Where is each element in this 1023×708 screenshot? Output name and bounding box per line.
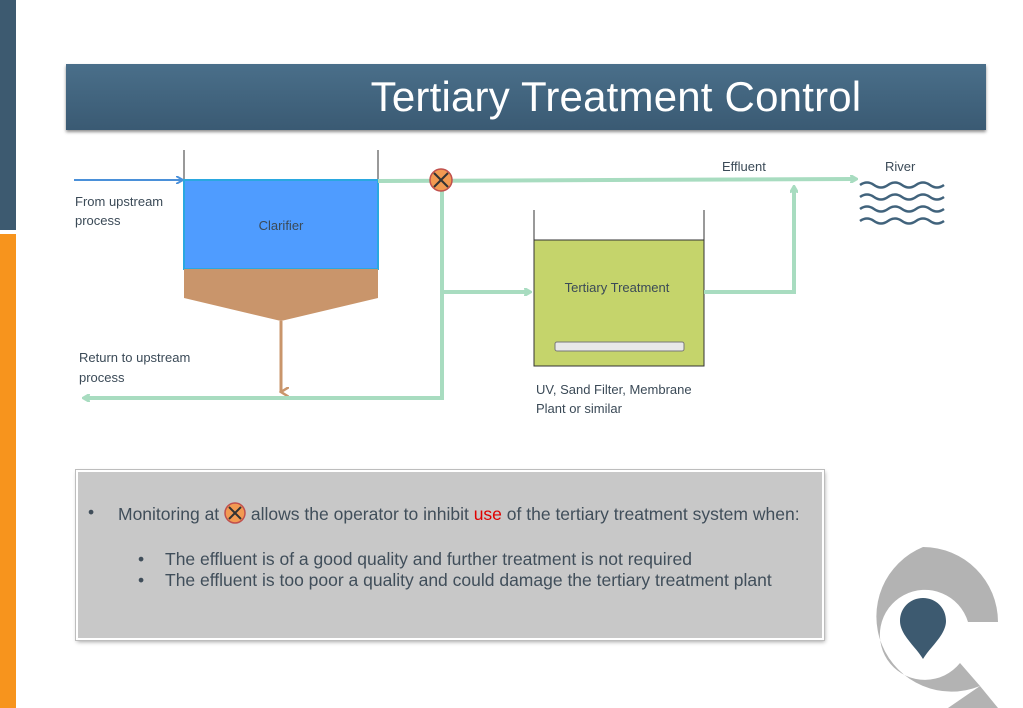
label-tertiary-treatment: Tertiary Treatment — [565, 280, 670, 295]
sub-list: • The effluent is of a good quality and … — [138, 549, 808, 591]
location-pin-logo-icon — [876, 547, 998, 708]
label-return-2: process — [79, 370, 125, 385]
left-accent-bar-bottom — [0, 234, 16, 708]
tertiary-treatment-tank: Tertiary Treatment — [533, 210, 705, 367]
main-bullet: • Monitoring at allows the operator to i… — [88, 502, 808, 525]
bullet-dot: • — [138, 549, 145, 569]
main-text-after: of the tertiary treatment system when: — [506, 504, 800, 524]
left-accent-bar-top — [0, 0, 16, 230]
info-box: • Monitoring at allows the operator to i… — [76, 470, 824, 640]
label-from-upstream-2: process — [75, 213, 121, 228]
sub-item-text: The effluent is of a good quality and fu… — [165, 549, 692, 569]
process-diagram: From upstream process Clarifier Effluent… — [74, 150, 945, 416]
filter-element — [554, 341, 685, 352]
clarifier-sludge-hopper — [184, 269, 378, 321]
main-text-mid: allows the operator to inhibit — [250, 504, 469, 524]
label-tertiary-note-1: UV, Sand Filter, Membrane — [536, 382, 692, 397]
label-from-upstream-1: From upstream — [75, 194, 163, 209]
label-tertiary-note-2: Plant or similar — [536, 401, 623, 416]
return-pipe — [84, 181, 444, 398]
bullet-dot: • — [88, 502, 95, 522]
bullet-dot: • — [138, 570, 145, 590]
page-title: Tertiary Treatment Control — [370, 73, 862, 120]
effluent-pipe — [377, 179, 856, 181]
label-river: River — [885, 159, 916, 174]
label-effluent: Effluent — [722, 159, 766, 174]
tertiary-outlet-pipe — [704, 187, 794, 294]
label-return-1: Return to upstream — [79, 350, 190, 365]
sub-item-text: The effluent is too poor a quality and c… — [165, 570, 772, 590]
main-text-before: Monitoring at — [118, 504, 220, 524]
monitoring-valve-icon — [224, 502, 246, 524]
clarifier-tank: Clarifier — [183, 150, 379, 321]
sub-item: • The effluent is of a good quality and … — [138, 549, 808, 570]
river-waves-icon — [859, 181, 945, 225]
highlight-use: use — [473, 504, 502, 524]
title-bar: Tertiary Treatment Control — [66, 64, 986, 130]
sub-item: • The effluent is too poor a quality and… — [138, 570, 808, 591]
monitoring-valve-icon — [429, 168, 453, 192]
label-clarifier: Clarifier — [259, 218, 304, 233]
